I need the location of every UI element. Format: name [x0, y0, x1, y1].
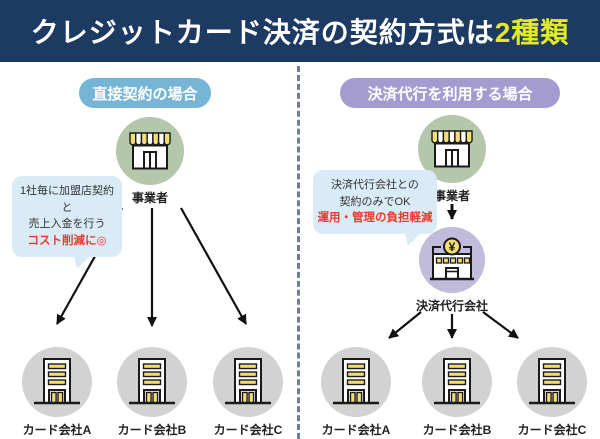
right-note-bubble: 決済代行会社との 契約のみでOK 運用・管理の負担軽減	[313, 170, 437, 247]
arrow-merchant-to-cardC-left	[180, 207, 247, 325]
left-note-highlight: コスト削減に◎	[27, 234, 107, 247]
left-note-bubble: 1社毎に加盟店契約と 売上入金を行う コスト削減に◎	[12, 176, 122, 269]
payment-agency-label: 決済代行会社	[415, 299, 488, 313]
office-building-icon	[321, 347, 391, 417]
arrow-agency-to-cardA-right	[388, 311, 422, 339]
payment-agency-node: ¥ 決済代行会社	[402, 227, 502, 314]
left-note-line2: 売上入金を行う	[28, 218, 106, 230]
card-company-label: カード会社C	[213, 423, 283, 437]
card-company-label: カード会社A	[22, 423, 92, 437]
card-company-node-c-right: カード会社C	[502, 347, 600, 438]
right-note-highlight: 運用・管理の負担軽減	[317, 212, 433, 224]
office-building-icon	[422, 347, 492, 417]
right-note-line1: 決済代行会社との	[331, 179, 419, 191]
card-company-label: カード会社C	[517, 423, 587, 437]
merchant-label: 事業者	[433, 189, 470, 203]
page-title-highlight: 2種類	[494, 17, 570, 48]
card-company-label: カード会社B	[117, 423, 187, 437]
storefront-icon	[116, 117, 184, 185]
card-company-label: カード会社B	[422, 423, 492, 437]
card-company-node-b-right: カード会社B	[407, 347, 507, 438]
page-title: クレジットカード決済の契約方式は2種類	[31, 11, 570, 51]
card-company-node-a-left: カード会社A	[7, 347, 107, 438]
office-building-icon	[517, 347, 587, 417]
agency-building-icon: ¥	[419, 227, 485, 293]
right-section-header: 決済代行を利用する場合	[340, 78, 560, 108]
card-company-node-a-right: カード会社A	[306, 347, 406, 438]
yen-symbol: ¥	[449, 240, 456, 254]
merchant-node-left: 事業者	[100, 117, 200, 206]
center-divider	[297, 66, 300, 439]
card-company-label: カード会社A	[321, 423, 391, 437]
left-section-header: 直接契約の場合	[79, 78, 211, 108]
page-title-text: クレジットカード決済の契約方式は	[30, 17, 495, 48]
office-building-icon	[22, 347, 92, 417]
merchant-node-right: 事業者	[402, 115, 502, 204]
left-note-line1: 1社毎に加盟店契約と	[19, 185, 115, 214]
storefront-icon	[418, 115, 486, 183]
office-building-icon	[213, 347, 283, 417]
merchant-label: 事業者	[131, 191, 168, 205]
card-company-node-b-left: カード会社B	[102, 347, 202, 438]
office-building-icon	[117, 347, 187, 417]
arrow-agency-to-cardC-right	[482, 311, 519, 339]
card-company-node-c-left: カード会社C	[198, 347, 298, 438]
title-bar: クレジットカード決済の契約方式は2種類	[0, 0, 600, 62]
right-note-line2: 契約のみでOK	[339, 195, 411, 208]
